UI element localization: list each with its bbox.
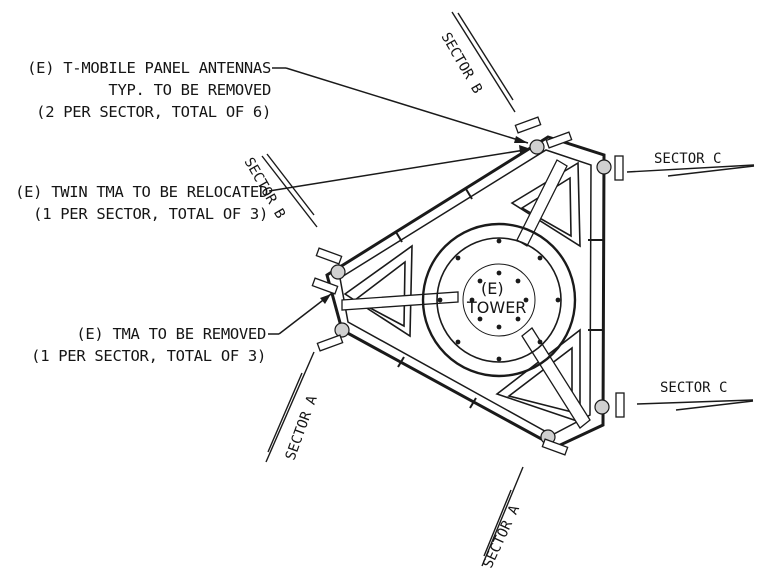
callout-twin-tma-line2: (1 PER SECTOR, TOTAL OF 3) bbox=[33, 205, 268, 223]
sector-b-label-top: SECTOR B bbox=[438, 30, 486, 96]
tower-struts bbox=[341, 159, 591, 429]
sector-c-label-top: SECTOR C bbox=[654, 151, 721, 167]
panel-antennas bbox=[311, 116, 625, 456]
sector-c-label-bottom: SECTOR C bbox=[660, 380, 727, 396]
callout-panel-antennas: (E) T-MOBILE PANEL ANTENNAS TYP. TO BE R… bbox=[27, 59, 271, 121]
tower-label-line1: (E) bbox=[481, 279, 504, 298]
callout-panel-antennas-line3: (2 PER SECTOR, TOTAL OF 6) bbox=[36, 103, 271, 121]
sector-arrows bbox=[261, 11, 755, 567]
callout-tma-line2: (1 PER SECTOR, TOTAL OF 3) bbox=[31, 347, 266, 365]
leader-lines bbox=[268, 67, 532, 335]
callout-twin-tma: (E) TWIN TMA TO BE RELOCATED (1 PER SECT… bbox=[15, 183, 268, 223]
tower-label-line2: TOWER bbox=[466, 298, 526, 317]
callout-twin-tma-line1: (E) TWIN TMA TO BE RELOCATED bbox=[15, 183, 268, 201]
callout-tma: (E) TMA TO BE REMOVED (1 PER SECTOR, TOT… bbox=[31, 325, 266, 365]
callout-tma-line1: (E) TMA TO BE REMOVED bbox=[76, 325, 266, 343]
callout-panel-antennas-line2: TYP. TO BE REMOVED bbox=[108, 81, 271, 99]
tower: (E) TOWER bbox=[421, 222, 577, 378]
callout-panel-antennas-line1: (E) T-MOBILE PANEL ANTENNAS bbox=[27, 59, 271, 77]
